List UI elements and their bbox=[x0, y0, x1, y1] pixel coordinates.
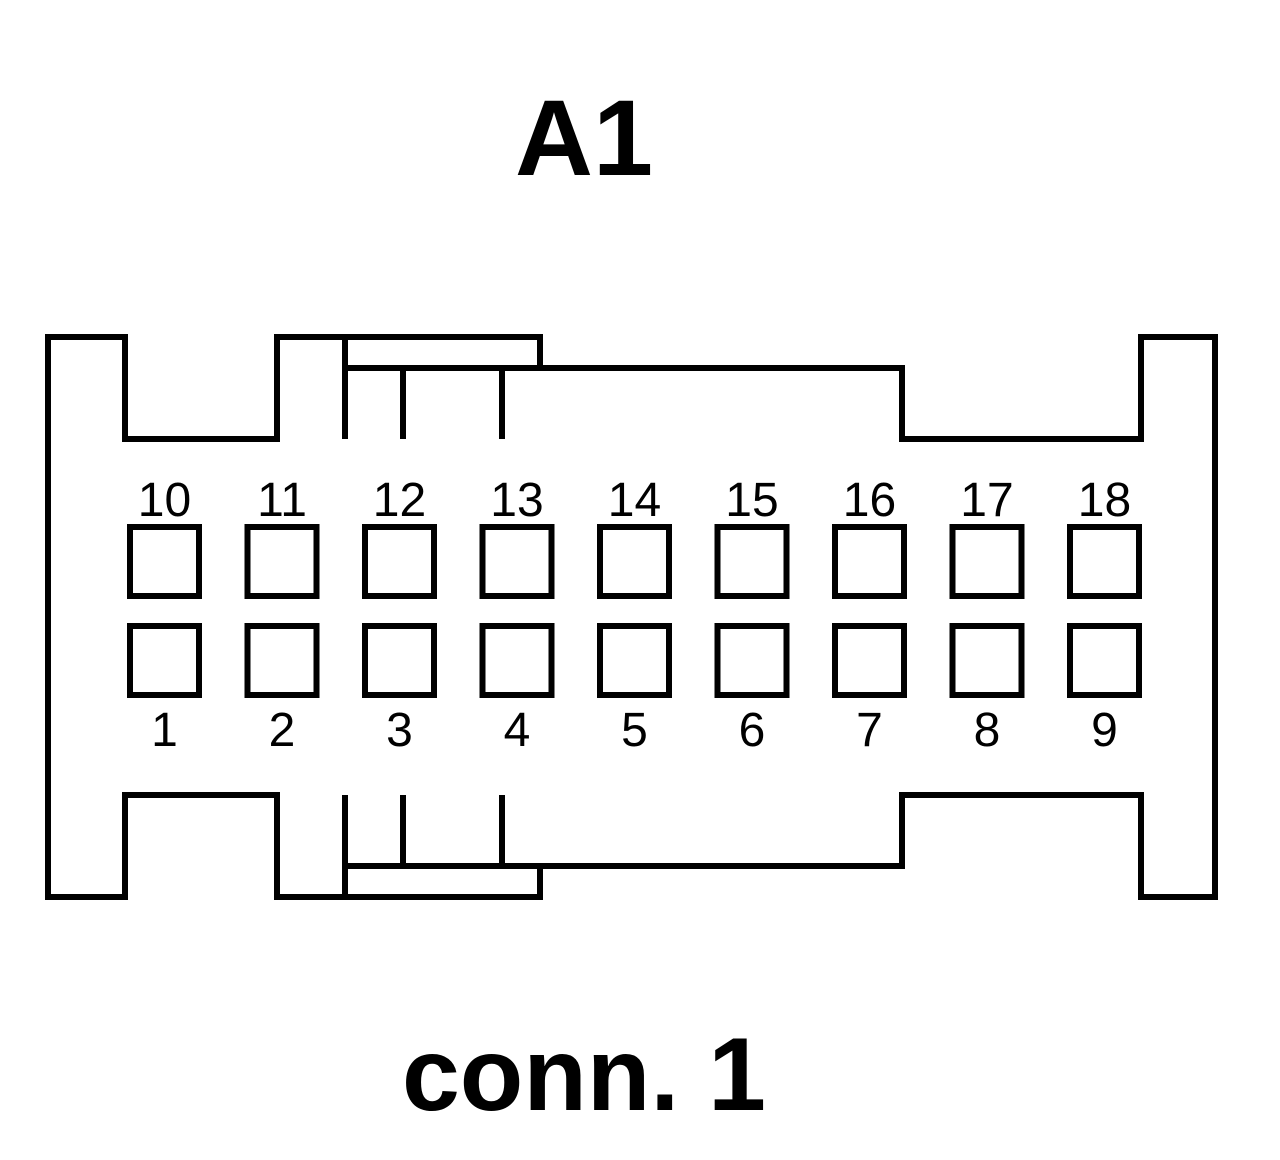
pin-label-3: 3 bbox=[386, 704, 413, 757]
pin-label-5: 5 bbox=[621, 704, 648, 757]
pin-cavity-16 bbox=[832, 524, 907, 599]
connector-title: A1 bbox=[515, 77, 653, 198]
pin-label-16: 16 bbox=[843, 474, 896, 527]
pin-label-13: 13 bbox=[490, 474, 543, 527]
top-latch bbox=[342, 337, 540, 439]
pin-cavity-12 bbox=[362, 524, 437, 599]
pin-cavity-10 bbox=[127, 524, 202, 599]
pin-cavity-3 bbox=[362, 623, 437, 698]
pin-cavity-11 bbox=[244, 524, 320, 599]
pin-cavity-4 bbox=[479, 623, 555, 698]
pin-label-1: 1 bbox=[151, 704, 178, 757]
pin-cavity-8 bbox=[949, 623, 1025, 698]
pin-label-14: 14 bbox=[608, 474, 661, 527]
pin-cavity-17 bbox=[949, 524, 1025, 599]
pin-label-10: 10 bbox=[138, 474, 191, 527]
pin-cavity-15 bbox=[714, 524, 790, 599]
pin-cavity-18 bbox=[1067, 524, 1142, 599]
pin-cavity-2 bbox=[244, 623, 320, 698]
pin-label-15: 15 bbox=[725, 474, 778, 527]
pin-label-11: 11 bbox=[257, 474, 307, 527]
pin-label-4: 4 bbox=[504, 704, 531, 757]
pin-label-2: 2 bbox=[269, 704, 296, 757]
connector-caption: conn. 1 bbox=[402, 1017, 766, 1133]
pin-cavity-13 bbox=[479, 524, 555, 599]
pin-label-6: 6 bbox=[739, 704, 766, 757]
pin-cavity-6 bbox=[714, 623, 790, 698]
pin-label-12: 12 bbox=[373, 474, 426, 527]
pin-label-8: 8 bbox=[974, 704, 1001, 757]
pin-cavity-1 bbox=[127, 623, 202, 698]
pin-cavity-5 bbox=[597, 623, 672, 698]
pin-label-18: 18 bbox=[1078, 474, 1131, 527]
connector-housing bbox=[45, 334, 1218, 900]
pin-cavity-9 bbox=[1067, 623, 1142, 698]
pin-cavity-14 bbox=[597, 524, 672, 599]
pin-label-9: 9 bbox=[1091, 704, 1118, 757]
pin-label-7: 7 bbox=[856, 704, 883, 757]
bottom-latch bbox=[342, 795, 540, 897]
pin-label-17: 17 bbox=[960, 474, 1013, 527]
pin-cavity-7 bbox=[832, 623, 907, 698]
housing-outline bbox=[45, 334, 1218, 900]
